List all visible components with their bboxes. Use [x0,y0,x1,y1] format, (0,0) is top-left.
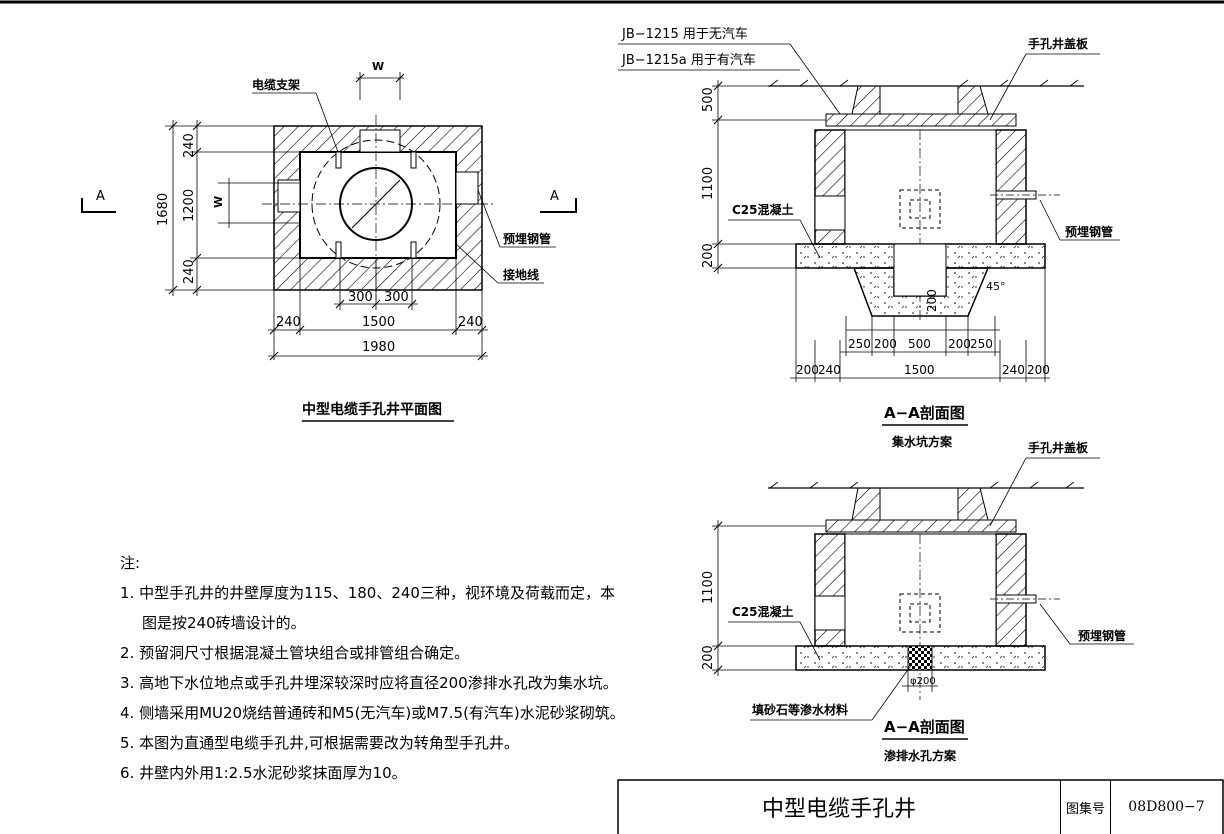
s1-sump-pit [893,243,947,297]
plan-label-ground: 接地线 [503,267,539,282]
s1-dim-h2-4: 200 [1027,363,1050,377]
plan-w-label-left: W [212,196,225,208]
section-a-a-sump: 200 45° 500 1100 200 250 200 500 200 250 [618,26,1120,449]
s2-title: A−A剖面图 [884,718,965,736]
s2-chamber [844,533,997,647]
s1-dim-pit: 200 [925,289,939,312]
s2-subtitle: 渗排水孔方案 [884,748,957,763]
plan-dim-240-r: 240 [458,315,483,330]
s2-label-fill: 填砂石等渗水材料 [752,702,848,717]
s1-subtitle: 集水坑方案 [891,434,953,449]
s2-lid-frame-right [957,487,989,521]
notes-block: 注: 1. 中型手孔井的井壁厚度为115、180、240三种，视环境及荷载而定，… [120,548,625,788]
plan-dim-300-b: 300 [384,290,409,305]
plan-dim-1680: 1680 [156,193,171,226]
plan-label-pipe: 预埋钢管 [503,231,551,246]
s1-label-pipe: 预埋钢管 [1065,224,1113,239]
s1-lid-frame-right [957,85,989,115]
plan-dim-300-a: 300 [348,290,373,305]
note-item: 6. 井壁内外用1:2.5水泥砂浆抹面厚为10。 [120,764,407,782]
s1-dim-h1-0: 250 [848,337,871,351]
s2-drain-hole [907,645,933,671]
plan-bracket [335,241,342,259]
note-item: 3. 高地下水位地点或手孔井埋深较深时应将直径200渗排水孔改为集水坑。 [120,674,618,692]
s2-lid-frame-left [851,487,881,521]
s1-dim-h1-1: 200 [874,337,897,351]
plan-bracket [410,151,417,169]
s1-dim-h1-3: 200 [948,337,971,351]
s1-cover-slab [825,113,1017,127]
titleblock-frame [617,779,1224,834]
section-a-a-drain: φ200 1100 200 手孔井盖板 C25混凝土 预埋钢管 填砂石等渗水材料… [701,440,1134,763]
s1-label-cover: 手孔井盖板 [1028,36,1089,51]
s2-dim-200: 200 [701,645,716,670]
plan-view: W W 1680 240 1200 240 A A 300 300 [81,60,577,422]
s1-angle: 45° [986,280,1006,293]
s1-dim-h1-4: 250 [970,337,993,351]
s1-label-jb2: JB−1215a 用于有汽车 [621,52,756,68]
s1-dim-h2-2: 1500 [904,363,935,377]
s1-dim-h2-1: 240 [818,363,841,377]
plan-right-opening [455,171,479,205]
plan-dim-1200: 1200 [182,189,197,222]
s1-label-concrete: C25混凝土 [732,202,794,217]
s1-lid-frame-left [851,85,881,115]
s2-dim-1100: 1100 [701,571,716,604]
titleblock-title: 中型电缆手孔井 [761,797,916,822]
plan-label-bracket: 电缆支架 [252,77,300,92]
s1-dim-500: 500 [701,87,716,112]
s2-label-concrete: C25混凝土 [732,604,794,619]
plan-bracket [335,151,342,169]
s1-chamber [844,129,997,245]
s1-wall-right [995,129,1027,245]
plan-title: 中型电缆手孔井平面图 [302,401,442,418]
plan-dim-240-bot: 240 [182,259,197,284]
titleblock-code: 08D800−7 [1110,780,1222,834]
plan-section-mark-right: A [550,189,559,204]
plan-dim-1500: 1500 [362,315,395,330]
s1-label-jb1: JB−1215 用于无汽车 [621,26,748,42]
s1-wall-opening [814,195,846,231]
title-block: 中型电缆手孔井 图集号 08D800−7 [618,780,1224,834]
note-item: 4. 侧墙采用MU20烧结普通砖和M5(无汽车)或M7.5(有汽车)水泥砂浆砌筑… [120,704,625,722]
s1-dim-h2-0: 200 [796,363,819,377]
s2-cover-slab [825,519,1017,533]
plan-left-opening [277,179,301,213]
s2-label-cover: 手孔井盖板 [1028,440,1089,455]
note-item: 图是按240砖墙设计的。 [142,614,306,632]
note-item: 2. 预留洞尺寸根据混凝土管块组合或排管组合确定。 [120,644,470,662]
s2-wall-right [995,533,1027,647]
s2-label-pipe: 预埋钢管 [1078,628,1126,643]
plan-dim-1980: 1980 [362,340,395,355]
s2-wall-opening [814,595,846,631]
s1-dim-h2-3: 240 [1002,363,1025,377]
plan-top-opening [359,129,401,153]
plan-dim-240-l: 240 [276,315,301,330]
s1-dim-h1-2: 500 [908,337,931,351]
plan-bracket [410,241,417,259]
s1-title: A−A剖面图 [884,404,965,422]
note-item: 1. 中型手孔井的井壁厚度为115、180、240三种，视环境及荷载而定，本 [120,584,615,602]
plan-section-mark-left: A [96,189,105,204]
plan-dim-240-top: 240 [182,133,197,158]
note-item: 5. 本图为直通型电缆手孔井,可根据需要改为转角型手孔井。 [120,734,519,752]
s2-dim-hole: φ200 [910,676,936,687]
plan-w-label-top: W [372,60,384,73]
titleblock-label: 图集号 [1060,780,1110,834]
s1-dim-200: 200 [701,243,716,268]
s1-dim-1100: 1100 [701,167,716,200]
notes-heading: 注: [120,554,141,572]
